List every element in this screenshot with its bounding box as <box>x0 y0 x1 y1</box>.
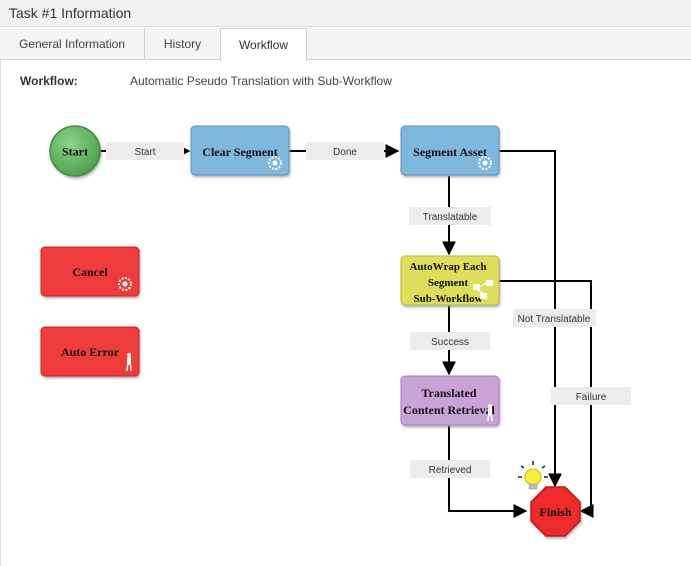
svg-text:Segment Asset: Segment Asset <box>413 145 487 159</box>
svg-text:Success: Success <box>431 337 469 348</box>
svg-text:Retrieved: Retrieved <box>429 465 472 476</box>
node-clear-segment[interactable]: Clear Segment <box>190 125 290 176</box>
svg-text:Finish: Finish <box>539 505 571 519</box>
edge-label-not-translatable: Not Translatable <box>513 309 596 327</box>
node-autowrap-subworkflow[interactable]: AutoWrap Each Segment Sub-Workflow <box>400 255 500 306</box>
workflow-label: Workflow: <box>20 74 78 88</box>
person-icon <box>487 404 493 422</box>
svg-text:Start: Start <box>134 147 155 158</box>
svg-text:Not Translatable: Not Translatable <box>518 314 591 325</box>
window-title: Task #1 Information <box>9 5 132 21</box>
person-icon <box>126 353 132 372</box>
svg-text:Cancel: Cancel <box>72 265 108 279</box>
workflow-panel <box>0 60 691 566</box>
tab-bar: General Information History Workflow <box>0 28 691 61</box>
node-finish[interactable]: Finish <box>530 486 581 537</box>
lightbulb-icon <box>518 461 548 490</box>
svg-text:Content Retrieval: Content Retrieval <box>403 403 495 417</box>
node-start[interactable]: Start <box>49 125 101 177</box>
svg-text:Clear Segment: Clear Segment <box>202 145 277 159</box>
tab-general-information[interactable]: General Information <box>0 28 145 60</box>
svg-text:AutoWrap Each: AutoWrap Each <box>409 261 486 273</box>
gear-icon <box>118 277 132 291</box>
connectors <box>100 144 594 518</box>
svg-text:Start: Start <box>62 145 88 159</box>
window-titlebar: Task #1 Information <box>0 0 691 27</box>
svg-text:Sub-Workflow: Sub-Workflow <box>413 293 482 305</box>
edge-label-start: Start <box>106 142 184 160</box>
edge-label-success: Success <box>410 332 490 350</box>
workflow-name: Automatic Pseudo Translation with Sub-Wo… <box>130 74 392 88</box>
gear-icon <box>268 156 282 170</box>
tab-workflow[interactable]: Workflow <box>220 28 307 61</box>
svg-text:Auto Error: Auto Error <box>61 345 120 359</box>
svg-text:Translatable: Translatable <box>423 212 478 223</box>
node-auto-error[interactable]: Auto Error <box>40 326 140 377</box>
svg-text:Translated: Translated <box>421 386 476 400</box>
node-cancel[interactable]: Cancel <box>40 246 140 297</box>
edge-label-done: Done <box>306 142 384 160</box>
node-translated-content-retrieval[interactable]: Translated Content Retrieval <box>400 375 500 426</box>
svg-text:Segment: Segment <box>428 277 469 289</box>
edge-label-failure: Failure <box>551 387 631 405</box>
subworkflow-icon <box>473 280 493 299</box>
gear-icon <box>478 156 492 170</box>
node-segment-asset[interactable]: Segment Asset <box>400 125 500 176</box>
svg-text:Failure: Failure <box>576 392 607 403</box>
edge-label-translatable: Translatable <box>409 207 491 225</box>
edge-label-retrieved: Retrieved <box>410 460 490 478</box>
svg-text:Done: Done <box>333 147 357 158</box>
